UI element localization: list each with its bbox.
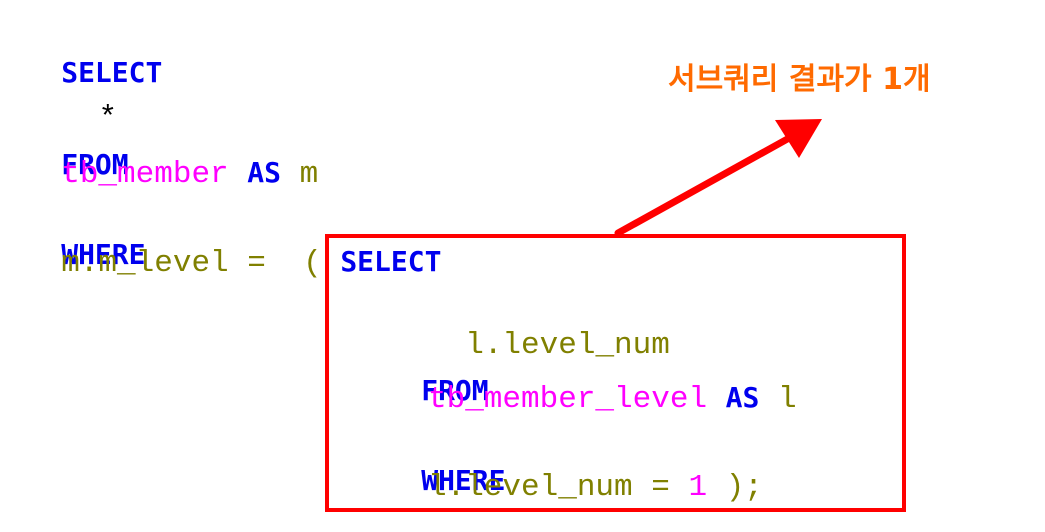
- outer-where-keyword: WHERE: [61, 238, 146, 271]
- annotation-label: 서브쿼리 결과가 1개: [668, 62, 931, 97]
- subquery-table-line: tb_member_level AS l: [428, 379, 797, 417]
- subquery-where-keyword: WHERE: [421, 464, 506, 497]
- subquery-value: 1: [688, 470, 708, 505]
- outer-select-line: SELECT: [24, 16, 162, 89]
- subquery-where-line: WHERE: [384, 424, 505, 497]
- outer-as-keyword: AS: [247, 156, 281, 189]
- outer-condition-column: m.m_level: [61, 246, 229, 281]
- outer-select-keyword: SELECT: [61, 56, 163, 89]
- outer-table-name: tb_member: [61, 157, 229, 192]
- subquery-condition-column: l.level_num: [428, 470, 633, 505]
- outer-equals: =: [247, 246, 266, 281]
- outer-from-keyword: FROM: [61, 148, 129, 181]
- subquery-select-keyword: SELECT: [340, 245, 442, 278]
- arrow-shaft: [614, 128, 804, 237]
- star-symbol: *: [98, 101, 118, 136]
- subquery-column: l.level_num: [465, 328, 670, 363]
- subquery-from-keyword: FROM: [421, 374, 489, 407]
- arrow-head: [775, 119, 822, 158]
- subquery-as-keyword: AS: [725, 381, 760, 414]
- outer-star-line: *: [24, 62, 117, 136]
- subquery-alias: l: [777, 382, 797, 417]
- subquery-condition-line: l.level_num = 1 );: [428, 469, 763, 507]
- outer-alias: m: [299, 157, 319, 192]
- outer-table-line: tb_member AS m: [24, 154, 318, 192]
- subquery-close: );: [725, 470, 763, 505]
- open-paren: (: [303, 246, 322, 281]
- outer-condition-line: m.m_level = ( SELECT: [24, 243, 441, 281]
- subquery-column-line: l.level_num: [428, 289, 670, 363]
- subquery-table-name: tb_member_level: [428, 382, 708, 417]
- outer-where-line: WHERE: [24, 198, 145, 271]
- outer-from-line: FROM: [24, 108, 128, 181]
- subquery-equals: =: [651, 470, 670, 505]
- subquery-highlight-box: [325, 234, 906, 512]
- subquery-from-line: FROM: [384, 334, 488, 407]
